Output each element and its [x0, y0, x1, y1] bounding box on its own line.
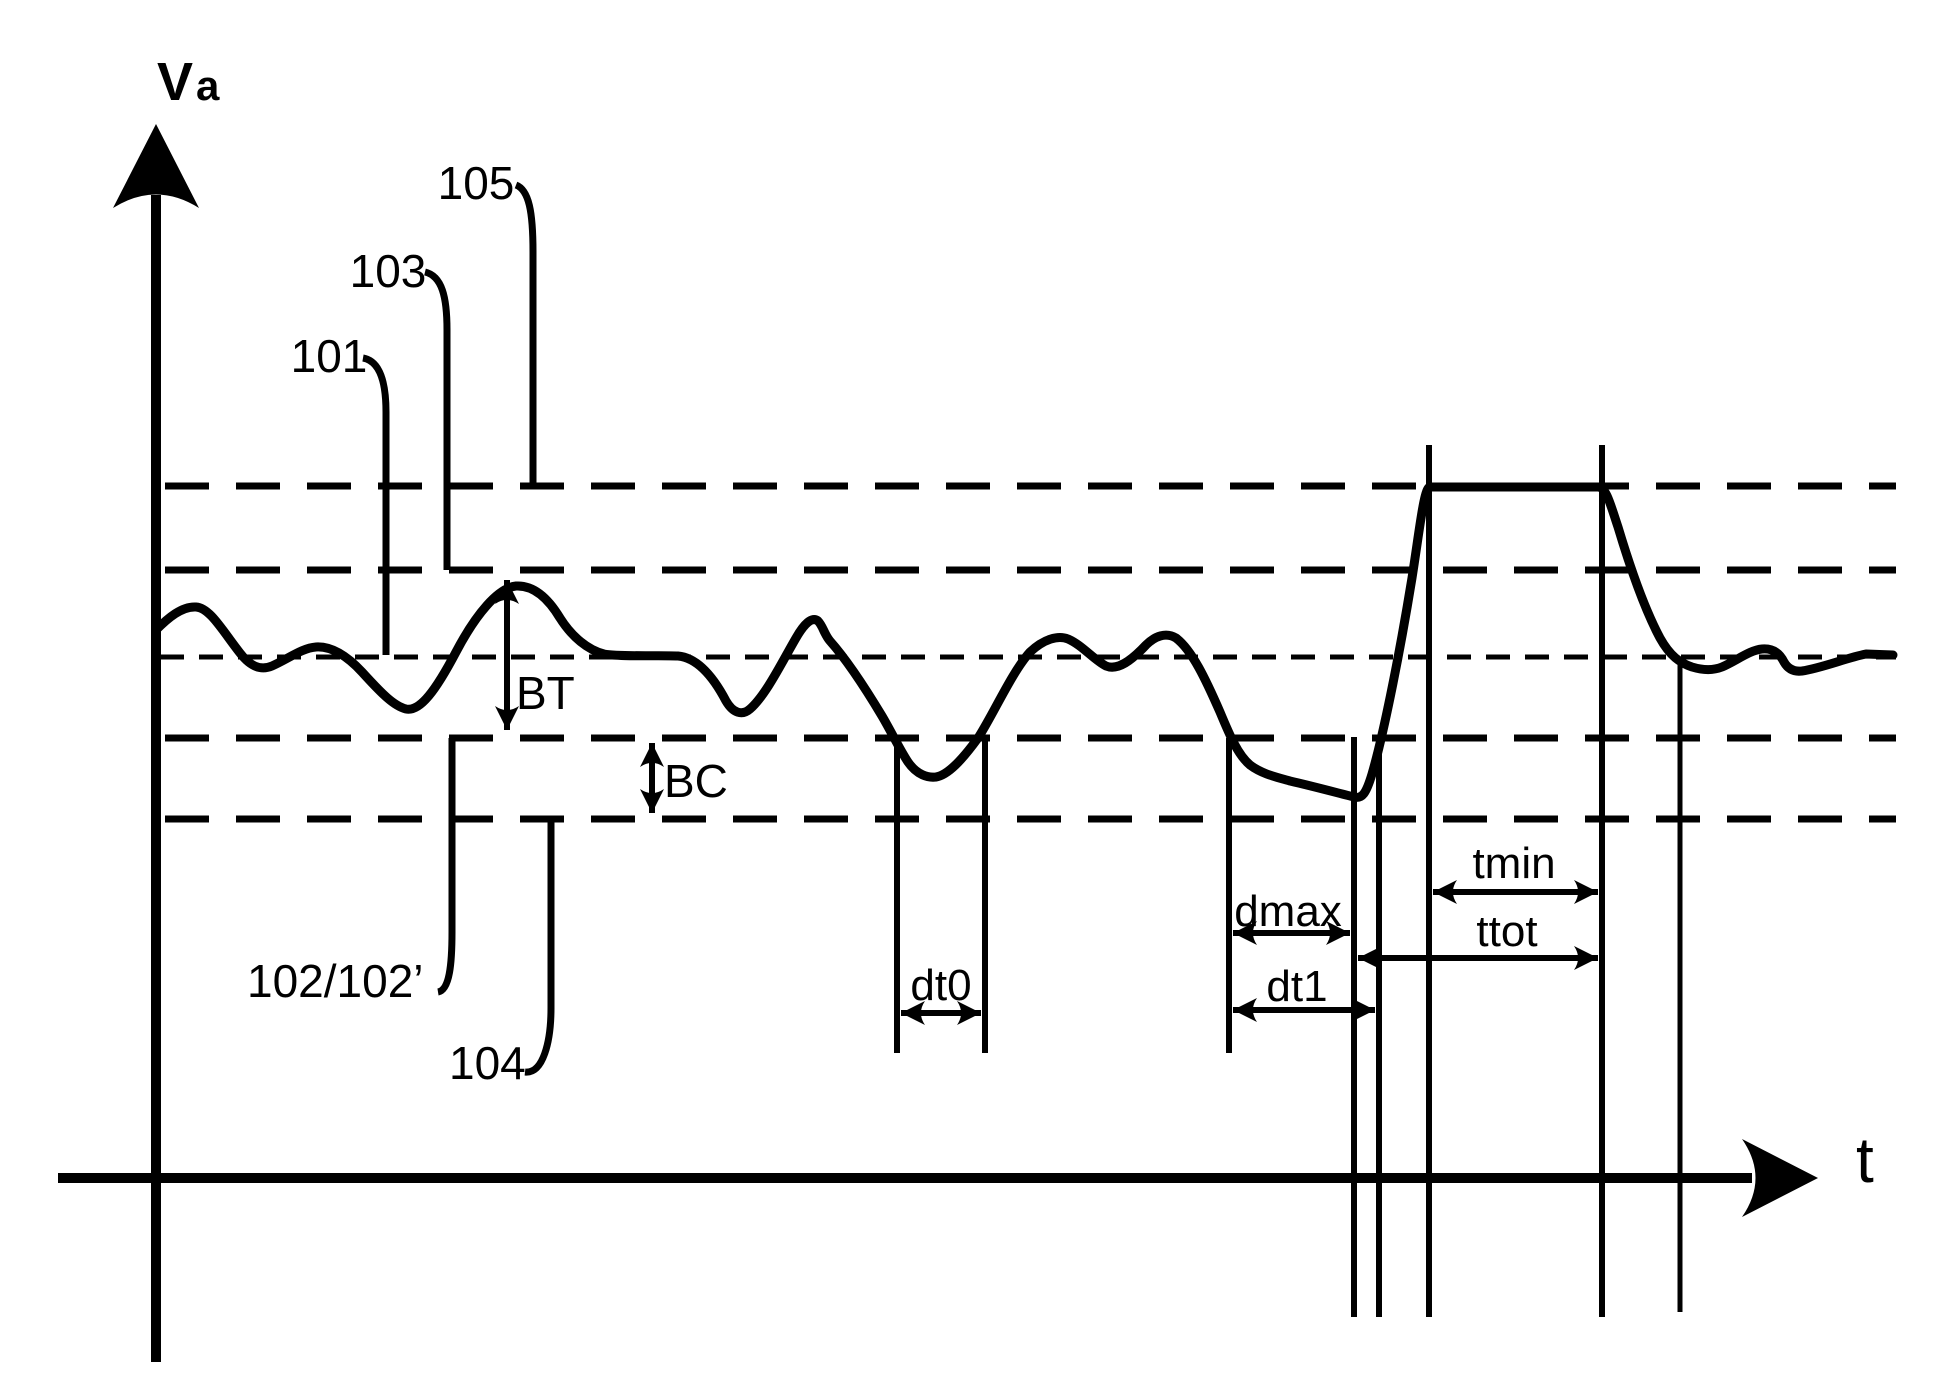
label-103: 103: [350, 245, 427, 297]
y-axis-arrowhead: [113, 124, 199, 208]
label-104: 104: [449, 1037, 526, 1089]
leader-103: [423, 268, 451, 570]
tmin-label: tmin: [1472, 839, 1555, 888]
leader-104: [524, 821, 555, 1076]
bc-label: BC: [664, 755, 728, 807]
y-axis: [113, 124, 199, 1362]
ttot-label: ttot: [1476, 907, 1537, 956]
x-axis: [58, 1139, 1818, 1217]
dt0-label: dt0: [910, 961, 971, 1010]
label-101: 101: [291, 330, 368, 382]
x-axis-arrowhead: [1742, 1139, 1818, 1217]
dmax-label: dmax: [1234, 887, 1342, 936]
label-102: 102/102’: [247, 955, 424, 1007]
x-axis-label: t: [1856, 1124, 1874, 1196]
dt1-label: dt1: [1266, 962, 1327, 1011]
leader-105: [514, 181, 537, 487]
leader-102: [436, 738, 456, 996]
y-axis-label: V: [157, 52, 193, 112]
bt-label: BT: [516, 667, 575, 719]
signal-curve: [151, 482, 1898, 802]
y-axis-label-subscript: a: [196, 62, 220, 109]
label-105: 105: [438, 157, 515, 209]
leader-101: [361, 354, 390, 655]
